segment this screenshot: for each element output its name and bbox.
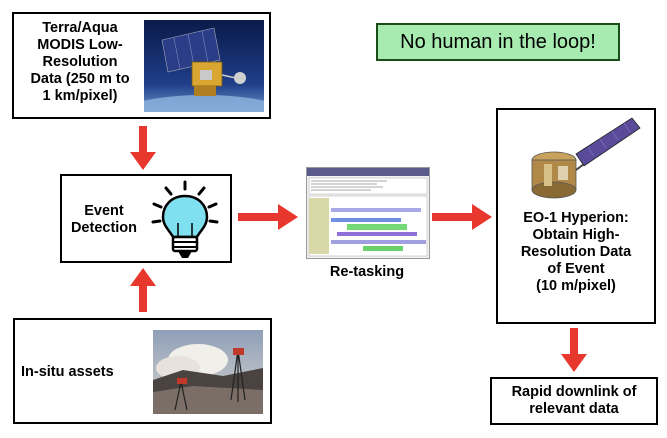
arrow-retasking-to-eo1 xyxy=(432,204,492,230)
eo1-line-2: Obtain High- xyxy=(532,227,620,243)
eo1-satellite-icon xyxy=(514,114,642,202)
retasking-label: Re-tasking xyxy=(329,264,405,280)
arrow-eo1-to-downlink xyxy=(561,328,587,372)
no-human-banner: No human in the loop! xyxy=(376,23,620,61)
downlink-line-1: Rapid downlink of xyxy=(511,384,637,400)
arrow-modis-to-event xyxy=(130,126,156,170)
eo1-hyperion-box: EO-1 Hyperion: Obtain High- Resolution D… xyxy=(496,108,656,324)
arrow-event-to-retasking xyxy=(238,204,298,230)
downlink-label: Rapid downlink of relevant data xyxy=(494,384,654,418)
modis-line-3: Resolution xyxy=(42,54,118,70)
event-line-1: Event xyxy=(84,203,124,219)
event-detection-box: Event Detection xyxy=(60,174,232,263)
eo1-line-1: EO-1 Hyperion: xyxy=(523,210,629,226)
eo1-line-5: (10 m/pixel) xyxy=(536,278,616,294)
software-screenshot xyxy=(306,167,430,259)
event-detection-label: Event Detection xyxy=(68,203,140,237)
rapid-downlink-box: Rapid downlink of relevant data xyxy=(490,377,658,425)
modis-line-2: MODIS Low- xyxy=(37,37,123,53)
eo1-line-3: Resolution Data xyxy=(520,244,632,260)
arrow-insitu-to-event xyxy=(130,268,156,312)
modis-line-4: Data (250 m to xyxy=(30,71,130,87)
eo1-line-4: of Event xyxy=(547,261,605,277)
downlink-line-2: relevant data xyxy=(529,401,619,417)
modis-line-5: 1 km/pixel) xyxy=(42,88,118,104)
eo1-label: EO-1 Hyperion: Obtain High- Resolution D… xyxy=(500,210,652,295)
modis-data-box: Terra/Aqua MODIS Low- Resolution Data (2… xyxy=(12,12,271,119)
in-situ-label: In-situ assets xyxy=(21,364,114,380)
satellite-icon xyxy=(144,20,264,112)
volcano-sensor-photo xyxy=(153,330,263,414)
lightbulb-icon xyxy=(146,179,226,261)
modis-line-1: Terra/Aqua xyxy=(42,20,118,36)
in-situ-assets-box: In-situ assets xyxy=(13,318,272,424)
event-line-2: Detection xyxy=(70,220,138,236)
modis-label: Terra/Aqua MODIS Low- Resolution Data (2… xyxy=(18,20,142,105)
